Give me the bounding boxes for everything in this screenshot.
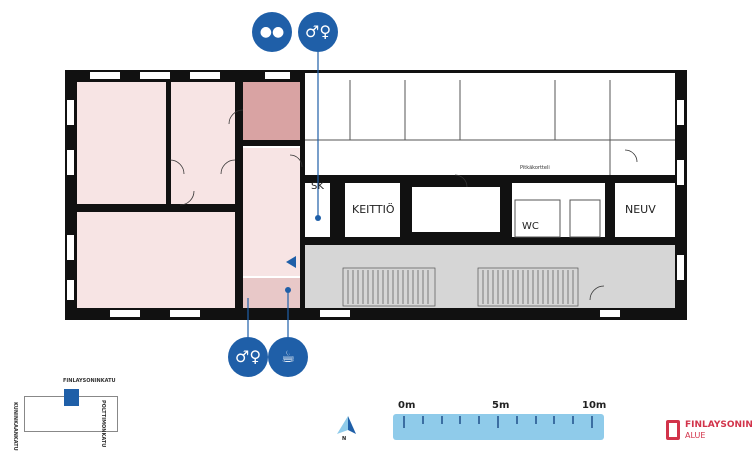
restroom-icon[interactable]: ♂♀ — [228, 337, 268, 377]
street-east: POLTTIMONKATU — [100, 400, 106, 448]
locator-map: FINLAYSONINKATU POLTTIMONKATU KUNINKAANK… — [0, 370, 160, 451]
room-a[interactable] — [75, 82, 168, 205]
toilet-area[interactable] — [242, 278, 300, 308]
logo-line2: ALUE — [685, 431, 706, 440]
room-highlight[interactable] — [237, 82, 300, 140]
scale-bar — [393, 414, 604, 440]
doors — [169, 109, 638, 301]
restroom-icon[interactable]: ♂♀ — [298, 12, 338, 52]
room-b[interactable] — [170, 82, 235, 205]
room-label-kitchen: KEITTIÖ — [352, 203, 395, 216]
windows — [67, 72, 684, 317]
room-label-small: Pitkäkortteli — [520, 165, 550, 171]
scale-label-0: 0m — [398, 400, 416, 411]
room-corridor-pink[interactable] — [242, 148, 300, 276]
coffee-icon[interactable]: ☕ — [268, 337, 308, 377]
group-icon[interactable]: ●● — [252, 12, 292, 52]
scale-label-5: 5m — [492, 400, 510, 411]
stairs — [342, 267, 579, 307]
entrance-marker — [286, 256, 296, 268]
logo-line1: FINLAYSONIN — [685, 420, 752, 430]
room-label-neuv: NEUV — [625, 203, 656, 216]
compass-label: N — [342, 436, 347, 442]
scale-label-10: 10m — [582, 400, 607, 411]
locator-highlight — [64, 389, 79, 406]
grey-corridor[interactable] — [300, 245, 682, 308]
room-label-sk: SK — [311, 181, 324, 192]
walls — [65, 70, 687, 320]
street-west: KUNINKAANKATU — [12, 402, 18, 451]
street-north: FINLAYSONINKATU — [63, 378, 116, 384]
room-c[interactable] — [75, 212, 237, 312]
office-partitions — [305, 80, 675, 238]
room-label-wc: WC — [522, 221, 539, 232]
icon-leaders — [247, 52, 319, 337]
logo-mark-icon — [666, 420, 680, 440]
